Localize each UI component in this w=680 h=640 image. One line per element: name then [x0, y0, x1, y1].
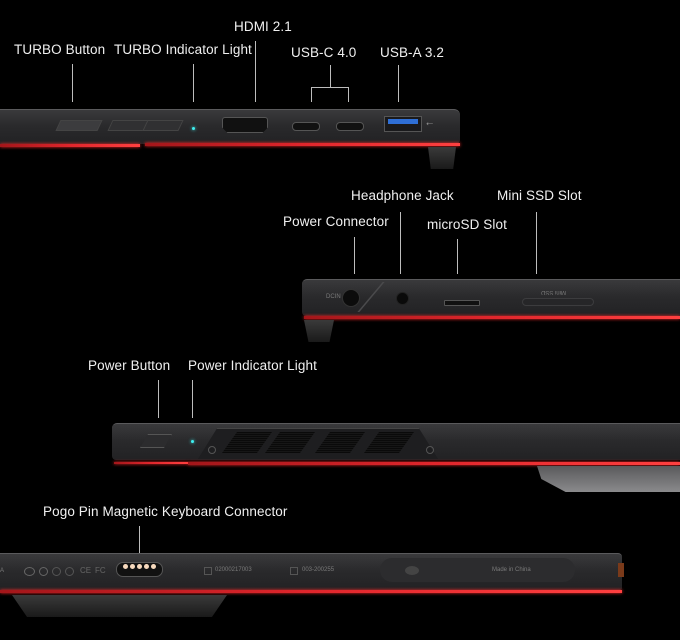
vent-grille — [265, 432, 315, 453]
label-power-indicator: Power Indicator Light — [188, 358, 317, 373]
callout-bracket — [311, 87, 349, 88]
turbo-button[interactable] — [55, 120, 103, 131]
label-microsd: microSD Slot — [427, 217, 507, 232]
callout-line — [158, 380, 159, 418]
vent-grille — [364, 432, 414, 453]
partial-text: A — [0, 568, 5, 574]
usba-tongue — [388, 119, 418, 124]
microsd-slot — [444, 300, 480, 306]
oval-indent — [405, 566, 419, 575]
callout-line — [354, 237, 355, 274]
red-accent-line — [304, 316, 680, 319]
label-turbo-indicator: TURBO Indicator Light — [114, 42, 252, 57]
cert-icon — [52, 567, 61, 576]
made-in-china: Made in China — [492, 567, 531, 573]
label-box-icon — [204, 567, 212, 575]
callout-line — [457, 239, 458, 274]
callout-line — [311, 87, 312, 102]
usba-port — [384, 116, 422, 132]
fcc-mark: FC — [95, 566, 106, 575]
side-button — [618, 563, 624, 577]
cert-icon — [65, 567, 74, 576]
label-turbo-button: TURBO Button — [14, 42, 106, 57]
dcin-engraving: DCIN — [326, 294, 341, 300]
recycle-icon — [39, 567, 48, 576]
callout-line — [192, 380, 193, 418]
pogo-pin — [144, 564, 149, 569]
label-pogo-pin: Pogo Pin Magnetic Keyboard Connector — [43, 504, 288, 519]
kickstand-foot — [537, 466, 680, 492]
kickstand-foot — [428, 147, 456, 169]
kickstand-foot — [12, 595, 227, 617]
callout-line — [193, 64, 194, 102]
pogo-pin — [123, 564, 128, 569]
mini-ssd-slot — [522, 298, 594, 306]
volume-up-button[interactable] — [142, 120, 184, 131]
kickstand-foot — [304, 320, 334, 342]
turbo-indicator-light — [192, 127, 195, 130]
callout-line — [400, 212, 401, 274]
power-connector-port — [342, 289, 360, 307]
callout-line — [536, 212, 537, 274]
cert-icon — [24, 567, 35, 576]
label-box-icon — [290, 567, 298, 575]
red-accent-line — [188, 462, 680, 465]
red-accent-line — [145, 143, 460, 146]
vent-grille — [315, 432, 365, 453]
callout-line — [255, 41, 256, 102]
label-usba: USB-A 3.2 — [380, 45, 444, 60]
label-hdmi: HDMI 2.1 — [234, 19, 292, 34]
mini-ssd-engraving: Mini SSD — [541, 289, 567, 295]
pogo-pin — [151, 564, 156, 569]
code-1: 02000217003 — [215, 567, 252, 573]
red-accent-line — [0, 590, 622, 593]
label-power-connector: Power Connector — [283, 214, 389, 229]
callout-line — [348, 87, 349, 102]
label-headphone-jack: Headphone Jack — [351, 188, 454, 203]
usbc-port-1 — [292, 122, 320, 131]
vent-grille — [222, 432, 272, 453]
red-accent-line — [0, 144, 140, 147]
screw-icon — [208, 446, 216, 454]
pogo-pin-connector — [116, 562, 163, 577]
headphone-jack-port — [396, 292, 409, 305]
red-accent-line — [114, 462, 188, 464]
label-usbc: USB-C 4.0 — [291, 45, 357, 60]
usbc-port-2 — [336, 122, 364, 131]
label-power-button: Power Button — [88, 358, 171, 373]
pogo-pin — [130, 564, 135, 569]
callout-line — [330, 65, 331, 87]
hdmi-port — [222, 117, 268, 133]
device-side-edge — [302, 279, 680, 316]
screw-icon — [426, 446, 434, 454]
code-2: 003-200255 — [302, 567, 335, 573]
power-indicator-light — [191, 440, 194, 443]
label-mini-ssd: Mini SSD Slot — [497, 188, 582, 203]
usb-symbol-icon: ⭠ — [426, 118, 434, 128]
callout-line — [139, 526, 140, 556]
callout-line — [398, 65, 399, 102]
ce-mark: CE — [80, 566, 92, 575]
pogo-pin — [137, 564, 142, 569]
callout-line — [72, 64, 73, 102]
